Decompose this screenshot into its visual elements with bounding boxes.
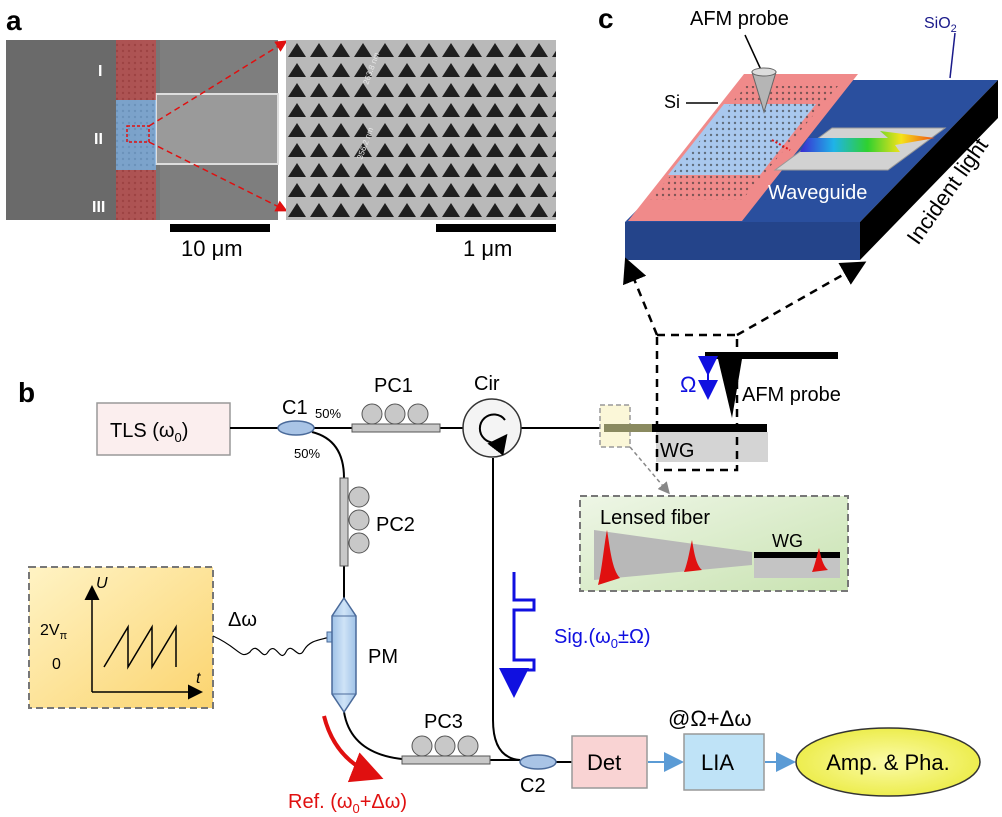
lia-label: LIA [701, 750, 734, 775]
rf-cable [212, 635, 331, 656]
inset-wg-block [754, 558, 840, 578]
c2-label: C2 [520, 775, 546, 797]
polarization-controller-pc2 [339, 477, 370, 567]
polarization-controller-pc3 [401, 735, 491, 765]
pm-label: PM [368, 646, 398, 668]
detector-box [571, 735, 648, 789]
ref-arrow [322, 715, 384, 783]
waveguide-label: Waveguide [768, 182, 867, 204]
det-label: Det [587, 750, 621, 775]
afm-probe-top-label: AFM probe [690, 8, 789, 30]
sem-image-right [286, 40, 556, 220]
phase-modulator [331, 596, 357, 714]
polarization-controller-pc1 [351, 403, 441, 433]
near-field-line [771, 139, 791, 151]
sio2-leader [949, 32, 956, 79]
inset-wg-line [754, 552, 840, 558]
inset-pointer [629, 446, 670, 495]
c1-label: C1 [282, 397, 308, 419]
circulator [462, 398, 522, 458]
afm-tip-top [751, 67, 777, 77]
device-3d [625, 74, 998, 260]
scalebar-right [436, 224, 556, 232]
ramp-y-label: U [96, 575, 108, 592]
pulse-3 [812, 548, 828, 572]
panel-label-c: c [598, 3, 614, 34]
sawtooth-waveform [103, 624, 177, 670]
ref-label: Ref. (ω0+Δω) [288, 791, 407, 816]
zoom-box [655, 333, 739, 472]
omega-label: Ω [680, 372, 696, 397]
zoom-line-bottom [148, 141, 288, 212]
region-label-I: I [98, 63, 102, 80]
lia-box [683, 733, 765, 791]
coupler-c1 [277, 420, 315, 436]
wg-label: WG [660, 440, 694, 462]
scalebar-left [170, 224, 270, 232]
fiber-tip [604, 424, 654, 432]
output-label: Amp. & Pha. [826, 750, 950, 775]
afm-tip [718, 359, 742, 418]
panel-label-b: b [18, 377, 35, 408]
output-ellipse [795, 727, 981, 797]
lia-frequency-label: @Ω+Δω [668, 706, 752, 731]
sio2-label: SiO2 [924, 15, 957, 35]
coupler-c2 [519, 754, 557, 770]
region-label-II: II [94, 131, 103, 148]
panel-label-a: a [6, 5, 22, 36]
wg-top-layer [652, 424, 767, 432]
tls-label: TLS (ω0) [110, 420, 188, 445]
delta-omega-label: Δω [228, 609, 257, 631]
signal-waveform [499, 572, 536, 698]
lensed-fiber-shape [594, 530, 752, 580]
pulse-2 [684, 540, 702, 572]
region-label-III: III [92, 199, 105, 216]
inset-wg-label: WG [772, 531, 803, 551]
cir-label: Cir [474, 373, 500, 395]
c1-split-top: 50% [315, 406, 341, 421]
wg-block [656, 432, 768, 462]
scalebar-right-label: 1 μm [463, 236, 512, 261]
ramp-tick-top: 2Vπ [40, 622, 68, 642]
zoom-line-top [148, 40, 288, 127]
zoom-arrow-left [623, 257, 659, 336]
afm-probe-top-leader [744, 34, 763, 73]
pc3-label: PC3 [424, 711, 463, 733]
pc1-label: PC1 [374, 375, 413, 397]
sig-label: Sig.(ω0±Ω) [554, 626, 651, 651]
scalebar-left-label: 10 μm [181, 236, 243, 261]
inset-title: Lensed fiber [600, 507, 710, 529]
ramp-tick-zero: 0 [52, 656, 61, 673]
sem-image-left [6, 40, 279, 220]
si-label: Si [664, 92, 680, 112]
afm-probe-label: AFM probe [742, 384, 841, 406]
ramp-x-label: t [196, 670, 201, 687]
pulse-1 [598, 530, 620, 585]
afm-cantilever [705, 352, 838, 359]
pc2-label: PC2 [376, 514, 415, 536]
fiber-paths [230, 427, 605, 763]
zoom-arrow-right [736, 261, 867, 337]
c1-split-bottom: 50% [294, 446, 320, 461]
